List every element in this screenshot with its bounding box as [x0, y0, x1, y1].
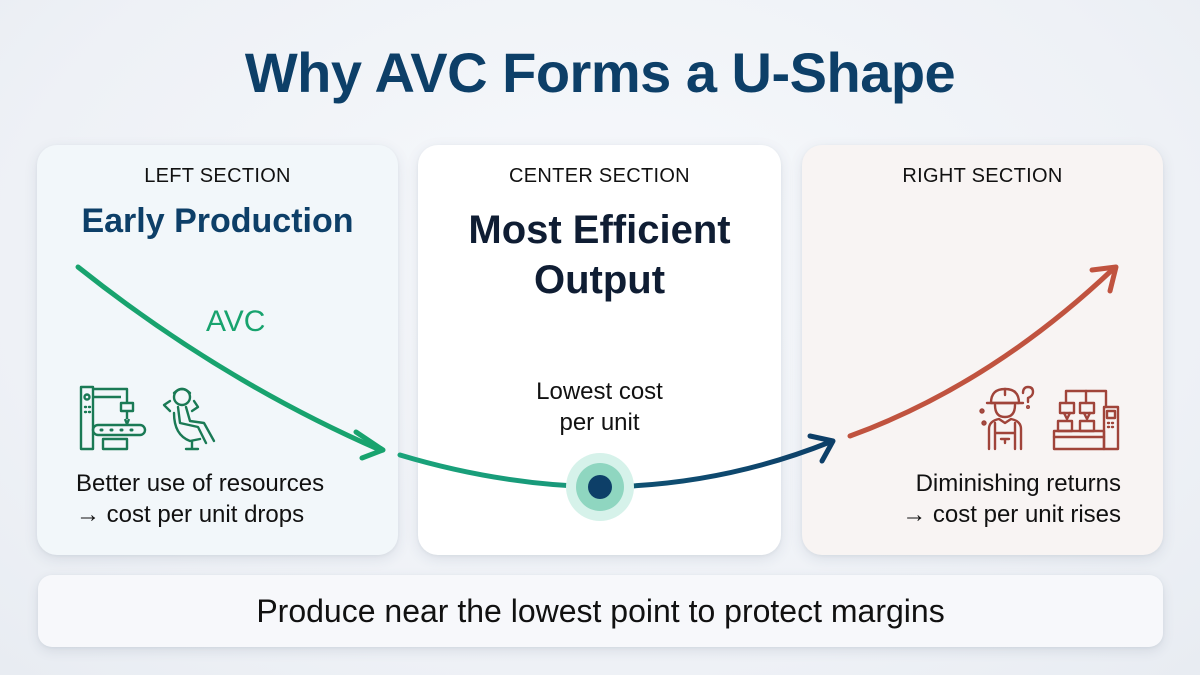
desc-line: Diminishing returns [915, 470, 1121, 497]
left-description: Better use of resources → cost per unit … [76, 468, 324, 530]
relaxed-worker-icon [162, 387, 216, 451]
desc-line: → cost per unit rises [902, 501, 1121, 528]
avc-curve-label: AVC [206, 305, 266, 338]
desc-line: Better use of resources [76, 470, 325, 497]
section-heading: Most Efficient Output [418, 205, 781, 305]
heading-line: Most Efficient [468, 208, 731, 252]
left-section-card: LEFT SECTION Early Production AVC Better… [37, 145, 398, 555]
section-heading: Early Production [81, 202, 354, 240]
cnc-machine-icon [79, 385, 147, 451]
center-description: Lowest cost per unit [418, 376, 781, 438]
takeaway-banner: Produce near the lowest point to protect… [38, 575, 1163, 647]
heading-line: Output [533, 258, 666, 302]
confused-worker-icon [979, 385, 1035, 451]
right-section-card: RIGHT SECTION Diminishing returns → cost… [802, 145, 1163, 555]
desc-line: per unit [559, 409, 640, 436]
right-description: Diminishing returns → cost per unit rise… [902, 468, 1121, 530]
center-section-card: CENTER SECTION Most Efficient Output Low… [418, 145, 781, 555]
takeaway-text: Produce near the lowest point to protect… [256, 592, 945, 629]
desc-line: Lowest cost [536, 378, 663, 405]
crowded-machine-icon [1052, 389, 1120, 451]
section-label: CENTER SECTION [509, 165, 690, 187]
page-title: Why AVC Forms a U-Shape [244, 41, 956, 104]
desc-line: → cost per unit drops [76, 501, 305, 528]
section-label: RIGHT SECTION [902, 165, 1063, 187]
section-label: LEFT SECTION [144, 165, 291, 187]
